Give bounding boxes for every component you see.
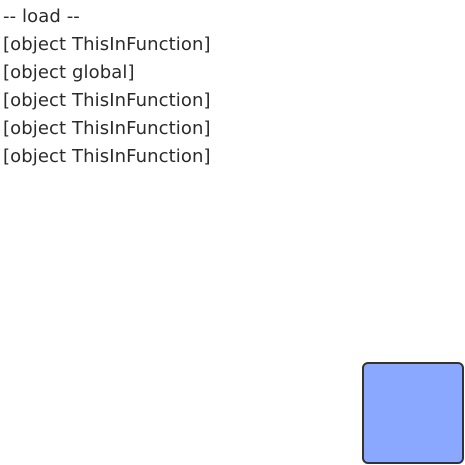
output-log: -- load -- [object ThisInFunction] [obje… bbox=[3, 3, 211, 171]
log-line: -- load -- bbox=[3, 6, 80, 27]
log-line: [object ThisInFunction] bbox=[3, 34, 211, 55]
blue-square-button[interactable] bbox=[362, 362, 464, 464]
log-line: [object global] bbox=[3, 62, 135, 83]
log-line: [object ThisInFunction] bbox=[3, 90, 211, 111]
log-line: [object ThisInFunction] bbox=[3, 118, 211, 139]
log-line: [object ThisInFunction] bbox=[3, 146, 211, 167]
